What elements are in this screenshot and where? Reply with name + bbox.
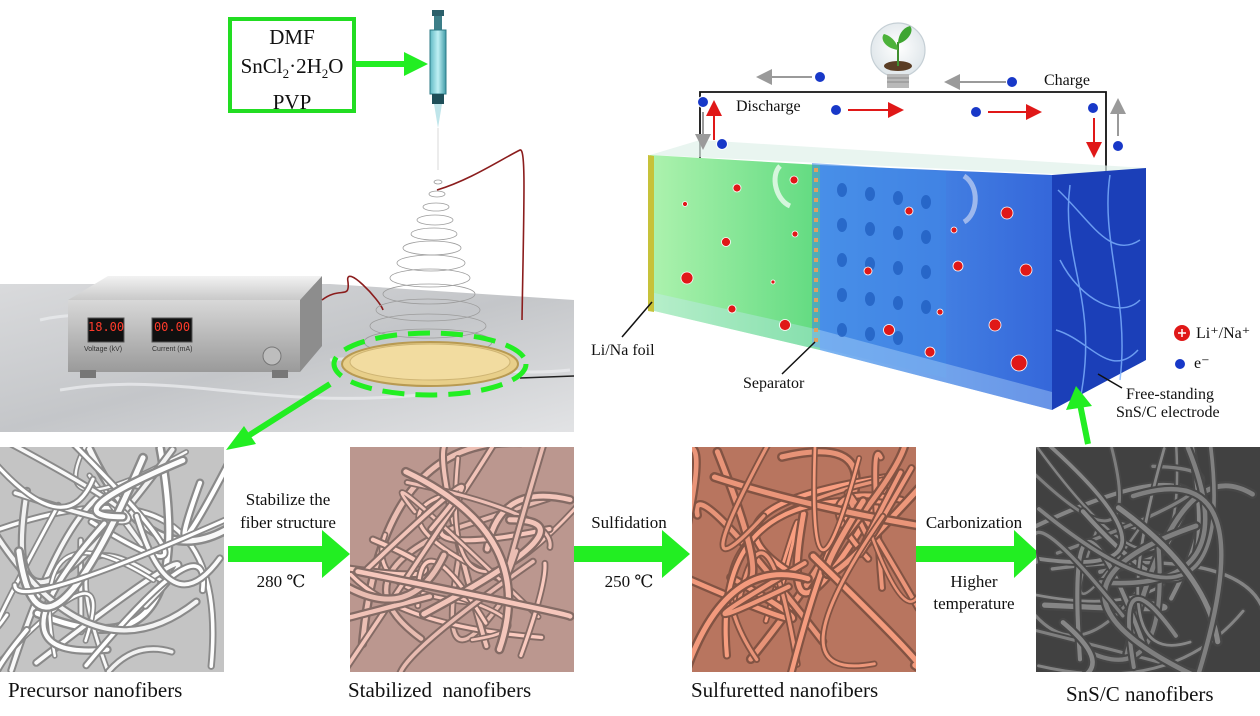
solvent-dmf: DMF <box>269 25 315 49</box>
light-bulb-plant-icon <box>870 22 926 88</box>
legend-electron-label: e⁻ <box>1194 355 1210 372</box>
cathode-label-line1: Free-standing <box>1126 386 1214 403</box>
precursor-solution-box: DMF SnCl2·2H2O PVP <box>228 17 356 114</box>
legend-electron-icon <box>1174 358 1186 370</box>
step1-label-line1: Stabilize the <box>245 490 331 509</box>
step3-condition-line1: Higher <box>950 572 998 591</box>
panel-sulfuretted-nanofibers <box>692 447 916 672</box>
panel-precursor-nanofibers <box>0 447 224 672</box>
electron-flow <box>695 69 1126 158</box>
voltage-display: 18.00 <box>88 320 125 334</box>
ions <box>680 175 1033 372</box>
separator-pores <box>837 183 931 345</box>
current-label: Current (mA) <box>152 346 193 353</box>
cathode-label-line2: SnS/C electrode <box>1116 404 1220 421</box>
high-voltage-power-supply <box>68 276 322 378</box>
voltage-label: Voltage (kV) <box>84 346 123 353</box>
caption-sulfuretted: Sulfuretted nanofibers <box>691 678 879 702</box>
panel-snsc-nanofibers <box>1036 447 1260 672</box>
anode-label: Li/Na foil <box>591 342 655 359</box>
step1-temperature: 280 ℃ <box>256 572 306 591</box>
caption-snsc: SnS/C nanofibers <box>1066 682 1214 706</box>
polymer-pvp: PVP <box>272 90 312 115</box>
collector-highlight <box>331 330 529 398</box>
caption-stabilized: Stabilized nanofibers <box>348 678 532 702</box>
caption-precursor: Precursor nanofibers <box>8 678 183 702</box>
tin-salt: SnCl2·2H2O <box>240 54 344 82</box>
panel-stabilized-nanofibers <box>350 447 574 672</box>
step2-label: Sulfidation <box>591 513 667 532</box>
separator-label: Separator <box>743 375 805 392</box>
charge-label: Charge <box>1044 72 1090 89</box>
arrow-collector-to-precursor <box>246 381 332 439</box>
battery-cell <box>648 91 1146 410</box>
current-display: 00.00 <box>153 320 191 334</box>
step3-condition-line2: temperature <box>933 594 1015 613</box>
syringe <box>429 10 447 128</box>
legend-ion-label: Li⁺/Na⁺ <box>1196 325 1251 342</box>
arrow-snsc-to-electrode <box>1077 403 1091 445</box>
process-arrows <box>228 530 1040 578</box>
step1-label-line2: fiber structure <box>240 513 336 532</box>
step3-label: Carbonization <box>925 513 1023 532</box>
discharge-label: Discharge <box>736 98 801 115</box>
step2-temperature: 250 ℃ <box>604 572 654 591</box>
